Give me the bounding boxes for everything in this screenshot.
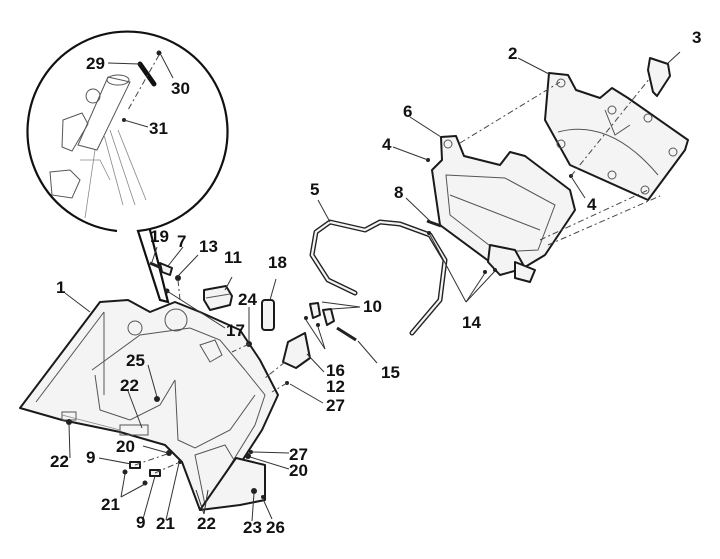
leader-lines [64, 51, 681, 522]
label-21a: 21 [101, 495, 120, 514]
part-labels: 29 30 31 1 2 3 4 4 5 6 7 8 9 9 10 11 12 … [50, 28, 701, 537]
label-4b: 4 [587, 195, 597, 214]
part-10-hinge-a [309, 302, 321, 319]
part-5-seal [309, 219, 448, 336]
label-1: 1 [56, 278, 65, 297]
part-15-pin [336, 326, 357, 342]
part-27-screw-b [249, 450, 253, 454]
label-10: 10 [363, 297, 382, 316]
label-27b: 27 [289, 445, 308, 464]
label-26: 26 [266, 518, 285, 537]
label-30: 30 [171, 79, 190, 98]
label-15: 15 [381, 363, 400, 382]
part-20-nut-a [166, 450, 172, 456]
part-23-washer [251, 488, 257, 494]
part-2-cover [544, 72, 689, 201]
part-18-cover [261, 299, 275, 331]
steering-column-detail [49, 74, 147, 219]
label-9b: 9 [136, 513, 145, 532]
label-9a: 9 [86, 448, 95, 467]
label-21b: 21 [156, 514, 175, 533]
label-16: 16 [326, 361, 345, 380]
part-6-lid-frame [431, 135, 576, 283]
label-11: 11 [224, 248, 242, 267]
part-7-bracket [159, 262, 173, 276]
part-26-screw [261, 495, 265, 499]
part-22-clip-a [66, 419, 72, 425]
assembly-lines [134, 77, 661, 474]
part-14-screw-a [427, 231, 431, 235]
part-30-screw [156, 50, 162, 56]
label-17: 17 [226, 321, 245, 340]
part-25-clip [154, 396, 160, 402]
label-12: 12 [326, 377, 345, 396]
label-2: 2 [508, 44, 517, 63]
callout-bubble [26, 30, 229, 304]
part-20-nut-b [245, 453, 251, 459]
label-3: 3 [692, 28, 701, 47]
label-6: 6 [403, 102, 412, 121]
label-22c: 22 [197, 514, 216, 533]
label-18: 18 [268, 253, 287, 272]
label-20a: 20 [116, 437, 135, 456]
label-14: 14 [462, 313, 481, 332]
label-22b: 22 [120, 376, 139, 395]
part-12-hook [282, 332, 311, 369]
label-4a: 4 [382, 135, 392, 154]
part-14-screw-c [493, 268, 497, 272]
label-5: 5 [310, 180, 319, 199]
part-10-hinge-b [322, 308, 335, 326]
label-29: 29 [86, 54, 105, 73]
part-11-rubber-block [203, 285, 233, 311]
label-7: 7 [177, 232, 186, 251]
part-16-screw-b [316, 323, 320, 327]
detail-callout [26, 30, 229, 304]
label-22a: 22 [50, 452, 69, 471]
part-21-screw-a1 [122, 469, 128, 475]
part-13-nut [175, 275, 181, 281]
part-3-cap [647, 57, 671, 97]
part-14-screw-b [483, 270, 487, 274]
part-1-leg-shield [19, 299, 279, 511]
label-23: 23 [243, 518, 262, 537]
label-25: 25 [126, 351, 145, 370]
part-8-spring [426, 219, 442, 228]
label-13: 13 [199, 237, 218, 256]
part-16-screw-a [304, 316, 308, 320]
label-20b: 20 [289, 461, 308, 480]
label-31: 31 [149, 119, 168, 138]
part-29-bracket [137, 61, 157, 87]
label-19: 19 [150, 227, 169, 246]
label-24: 24 [238, 290, 257, 309]
label-8: 8 [394, 183, 403, 202]
label-27a: 27 [326, 396, 345, 415]
